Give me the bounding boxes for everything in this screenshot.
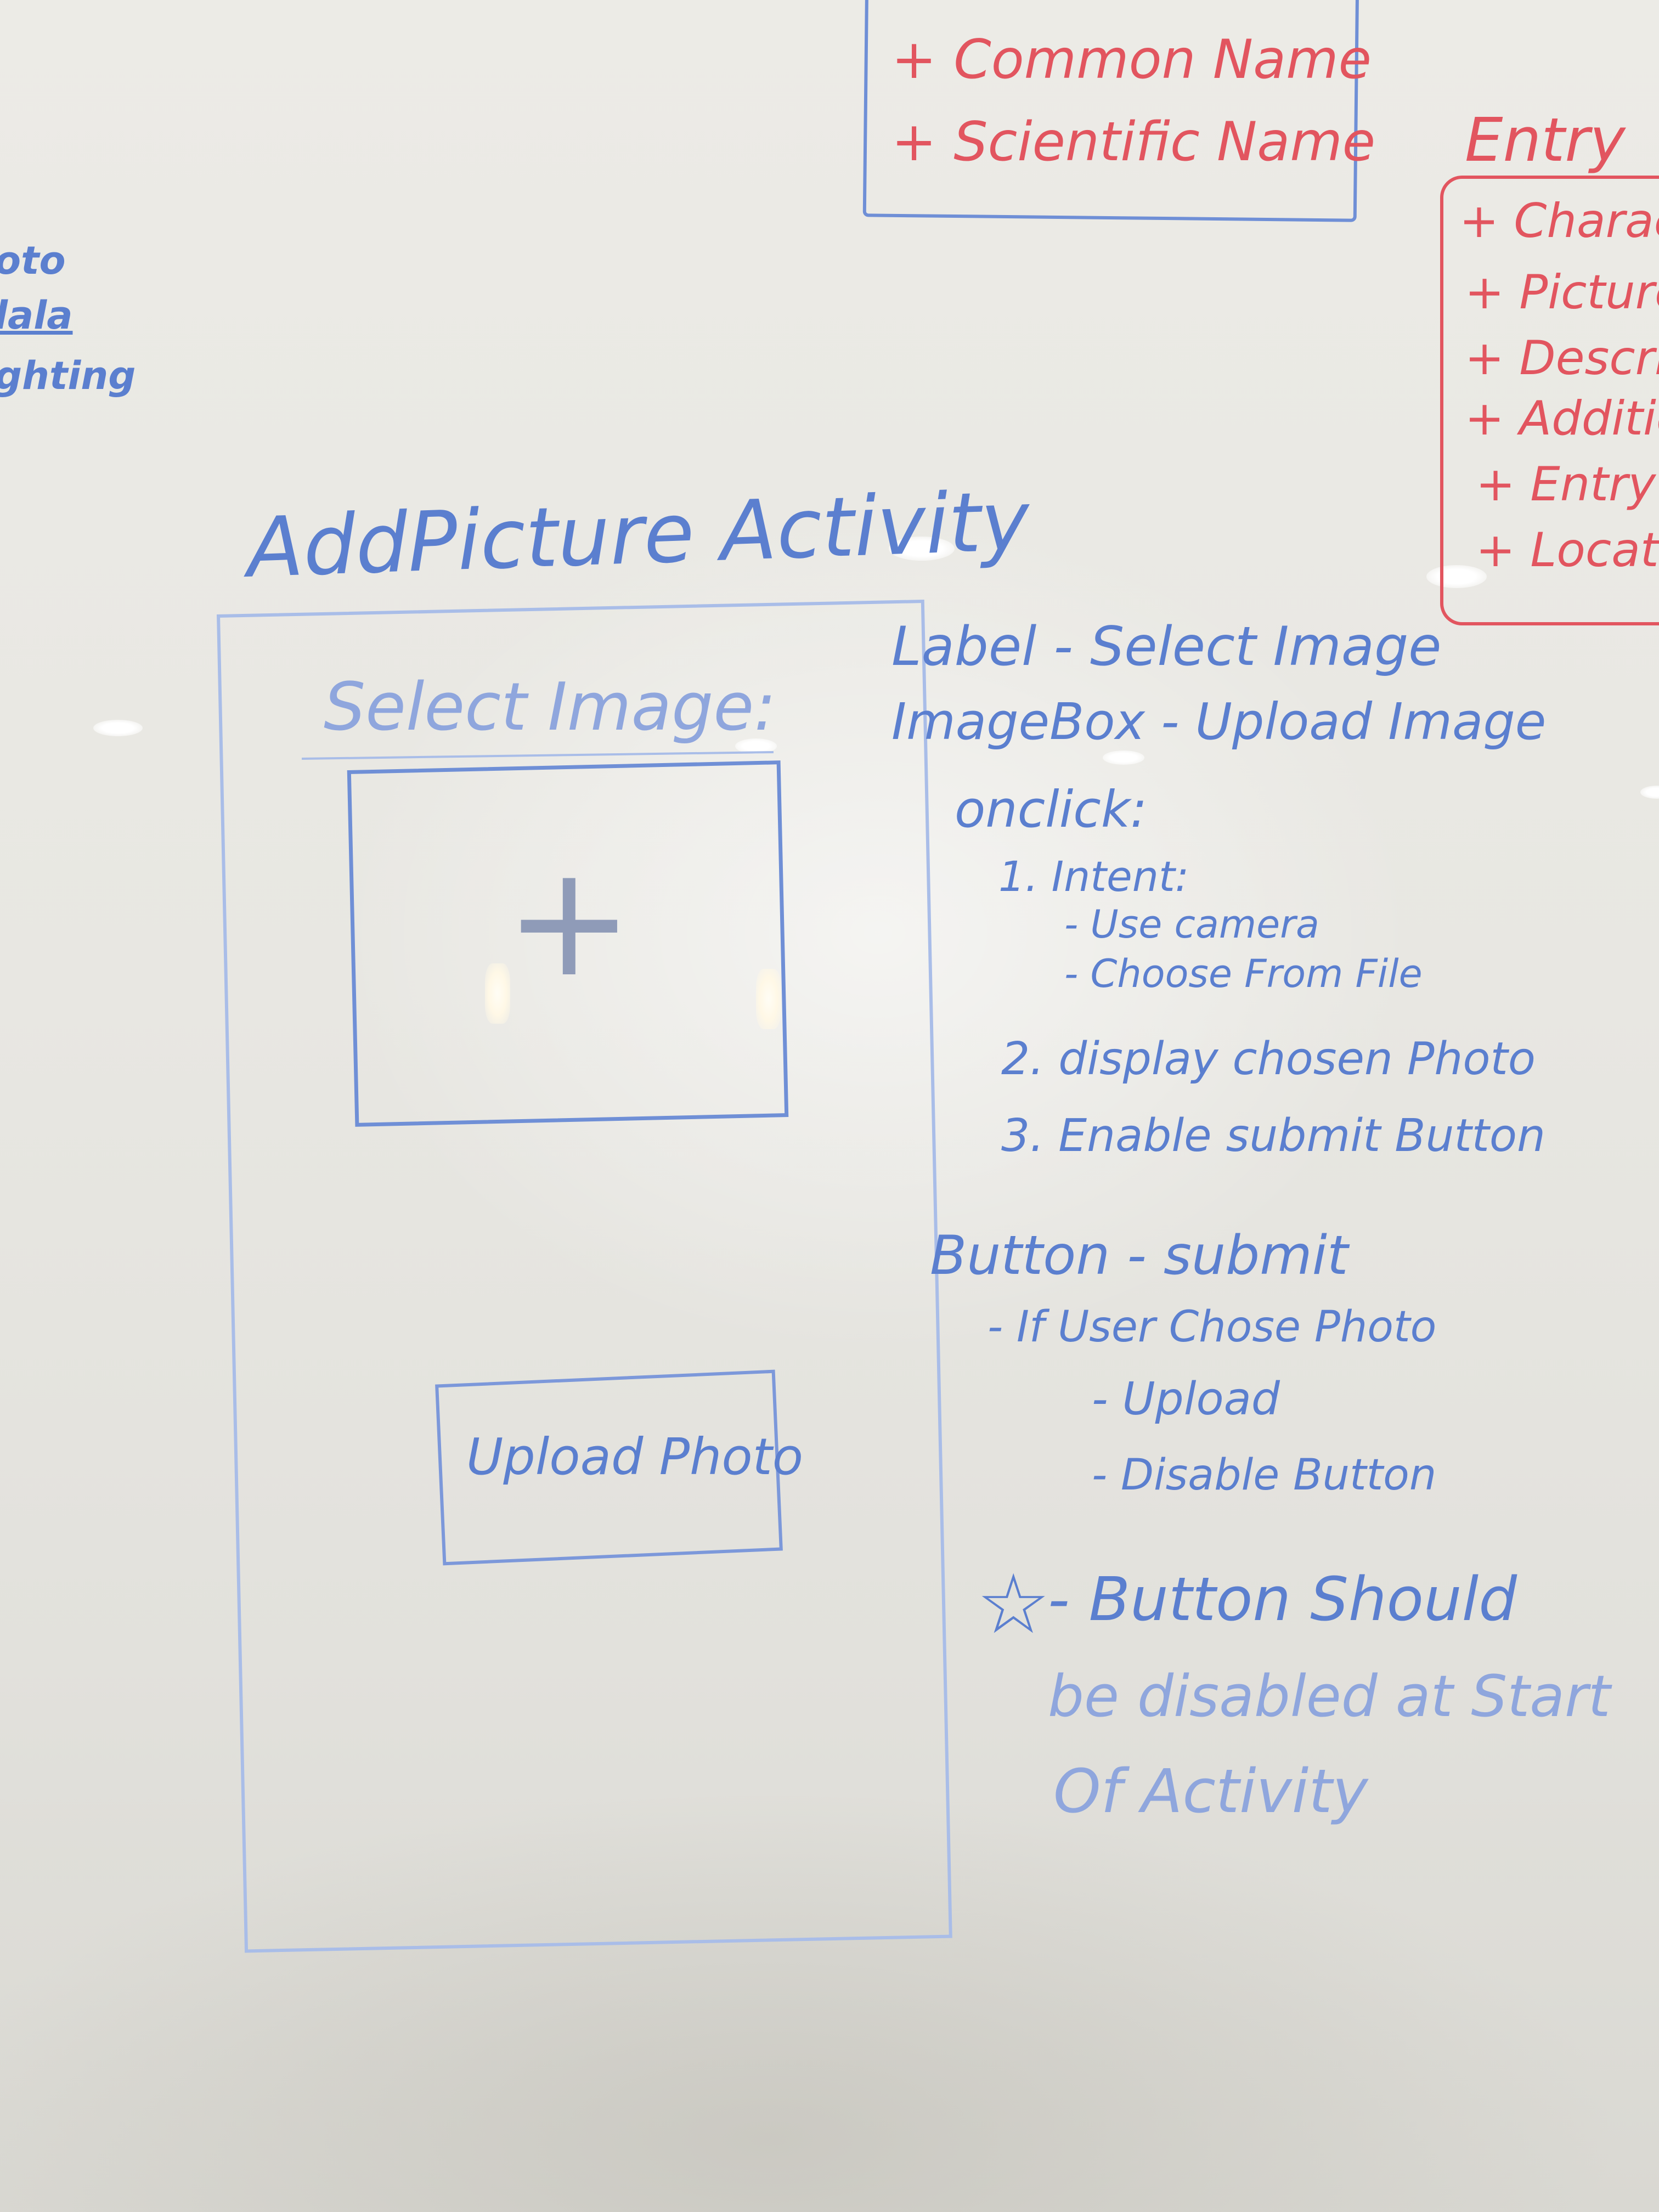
light-reflection: [889, 537, 955, 561]
common-name-attribute: + Common Name: [891, 29, 1372, 91]
entry-attribute-4: + Addition: [1465, 391, 1659, 446]
light-reflection: [1103, 751, 1144, 765]
light-reflection: [1640, 786, 1659, 799]
note-star-line-3: Of Activity: [1053, 1756, 1368, 1826]
entry-class-box: [1440, 176, 1659, 625]
entry-attribute-2: + Picture: [1465, 265, 1659, 320]
left-fragment-3: ghting: [0, 353, 136, 398]
select-image-label: Select Image:: [324, 669, 776, 746]
note-step-1: 1. Intent:: [998, 852, 1189, 901]
light-reflection: [1426, 565, 1487, 588]
note-step-1b: - Choose From File: [1064, 951, 1423, 996]
upload-photo-button-label: Upload Photo: [466, 1427, 804, 1486]
note-button-sub-3: - Disable Button: [1092, 1451, 1437, 1500]
note-imagebox-line: ImageBox - Upload Image: [891, 692, 1547, 751]
note-onclick: onclick:: [955, 780, 1148, 839]
light-reflection: [756, 969, 781, 1029]
wireframe-heading: AddPicture Activity: [245, 473, 1031, 596]
scientific-name-attribute: + Scientific Name: [891, 111, 1376, 173]
left-fragment-2: lala: [0, 293, 73, 338]
note-step-3: 3. Enable submit Button: [1001, 1110, 1545, 1162]
entry-attribute-1: + Charact: [1459, 194, 1659, 249]
note-button-sub-2: - Upload: [1092, 1373, 1280, 1425]
note-star-line-1: - Button Should: [1048, 1564, 1517, 1634]
note-step-1a: - Use camera: [1064, 902, 1319, 947]
note-button-sub-1: - If User Chose Photo: [988, 1302, 1437, 1352]
light-reflection: [735, 738, 777, 754]
note-label-line: Label - Select Image: [891, 616, 1442, 678]
entry-attribute-5: + Entry I: [1476, 457, 1659, 512]
note-step-2: 2. display chosen Photo: [1001, 1033, 1536, 1085]
note-button-line: Button - submit: [930, 1224, 1348, 1287]
entry-title: Entry: [1465, 105, 1626, 175]
add-image-icon: +: [505, 832, 634, 1011]
star-icon: ☆: [977, 1557, 1051, 1652]
entry-attribute-3: + Descrip: [1465, 331, 1659, 386]
light-reflection: [485, 963, 510, 1024]
light-reflection: [93, 720, 143, 736]
entry-attribute-6: + Location: [1476, 523, 1659, 578]
note-star-line-2: be disabled at Start: [1048, 1663, 1611, 1730]
left-fragment-1: oto: [0, 238, 66, 283]
